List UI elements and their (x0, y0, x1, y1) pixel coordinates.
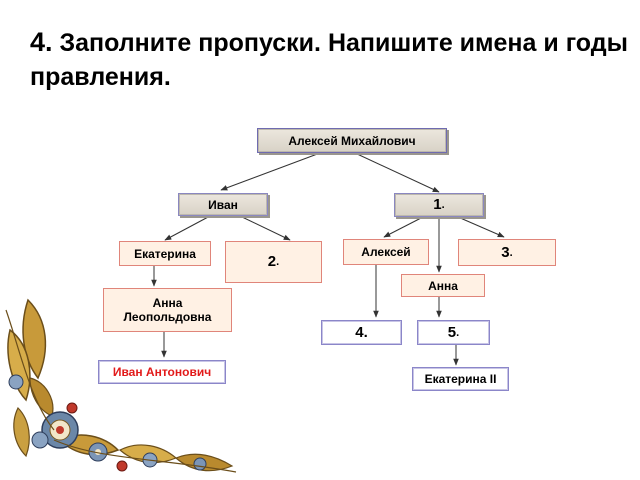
ornament-stems (5, 309, 237, 473)
node-blank-5: 5. (417, 320, 490, 345)
node-blank-2: 2. (225, 241, 322, 283)
floral-ornament-corner (5, 298, 237, 473)
edge-ivan-2 (239, 215, 291, 241)
node-ivan: Иван (178, 193, 268, 216)
node-label: Екатерина (134, 246, 196, 261)
node-label: Анна (428, 278, 458, 293)
node-label: Анна Леопольдовна (123, 296, 212, 324)
task-text: Заполните пропуски. Напишите имена и год… (30, 29, 628, 91)
ornament-flowers (8, 374, 207, 472)
node-anna-leopoldovna: Анна Леопольдовна (103, 288, 232, 332)
node-ekaterina-2: Екатерина II (412, 367, 509, 391)
node-aleksey-mikhailovich: Алексей Михайлович (257, 128, 447, 153)
node-blank-3: 3. (458, 239, 556, 266)
edge-root-1 (354, 152, 440, 193)
node-label: Иван (208, 197, 238, 212)
node-label-dot: . (276, 256, 280, 268)
node-label-dot: . (441, 199, 445, 211)
node-label-dot: . (509, 246, 513, 259)
node-label: 3 (501, 243, 510, 261)
node-ekaterina: Екатерина (119, 241, 211, 266)
node-anna: Анна (401, 274, 485, 297)
node-label: Алексей (361, 245, 411, 259)
node-blank-4: 4. (321, 320, 402, 345)
task-number: 4. (30, 27, 53, 57)
node-aleksey: Алексей (343, 239, 429, 265)
node-label: Екатерина II (424, 372, 497, 386)
node-label: Иван Антонович (112, 365, 212, 379)
node-label: Алексей Михайлович (288, 133, 416, 148)
node-label: 5 (447, 323, 457, 341)
task-title: 4. Заполните пропуски. Напишите имена и … (30, 25, 630, 94)
edge-ivan-ekaterina (164, 215, 211, 241)
edge-1-aleksey (383, 216, 424, 238)
node-label: 4. (355, 323, 368, 341)
node-label: 1 (433, 196, 442, 213)
node-blank-1: 1. (394, 193, 484, 217)
edge-root-ivan (220, 152, 321, 191)
node-label-dot: . (456, 326, 460, 339)
node-label: 2 (267, 253, 277, 270)
edge-1-3 (457, 216, 505, 238)
node-ivan-antonovich: Иван Антонович (98, 360, 226, 384)
